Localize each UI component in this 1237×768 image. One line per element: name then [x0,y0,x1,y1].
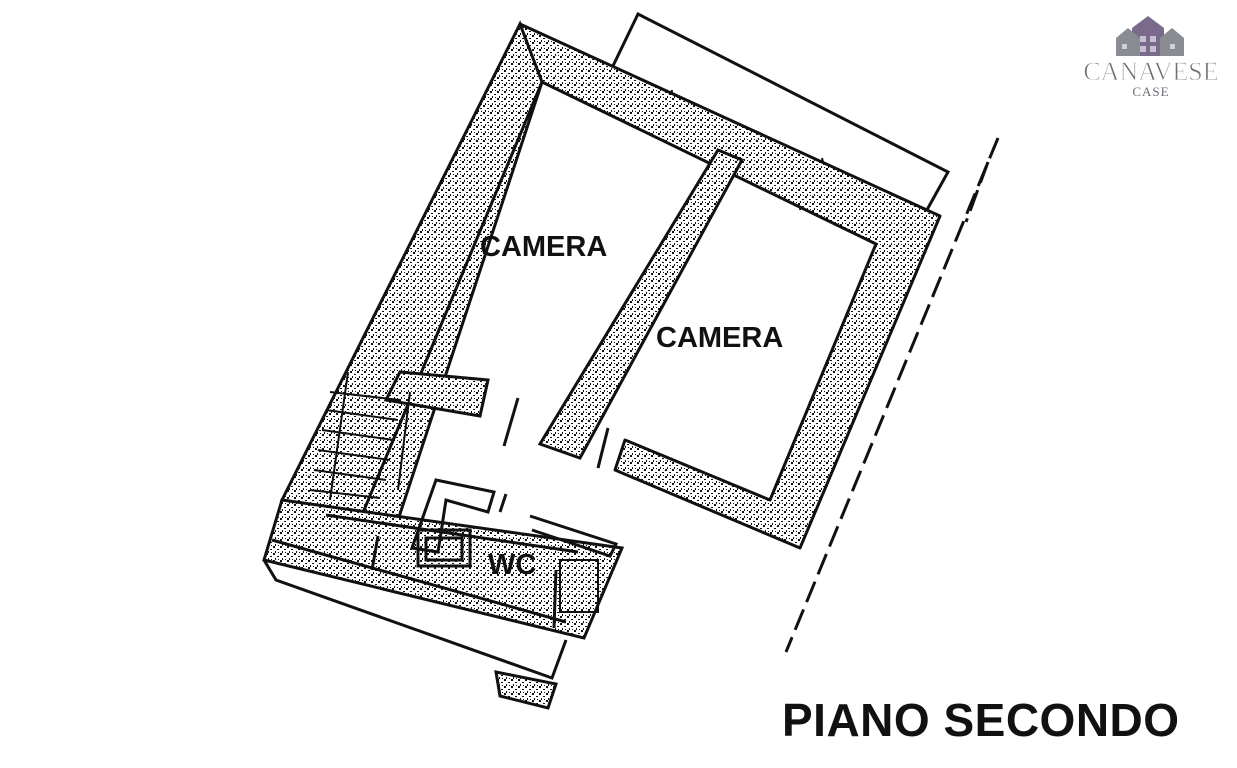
property-boundary [784,137,1000,653]
canavese-case-logo: CANAVESE CASE [1083,16,1219,99]
floor-title: PIANO SECONDO [782,694,1180,746]
lower-wing [262,498,625,710]
room-label-camera-1: CAMERA [480,231,607,263]
logo-brand-text: CANAVESE [1083,57,1218,86]
houses-icon [1116,16,1184,56]
logo-sub-text: CASE [1132,84,1169,99]
outer-wall [279,20,942,550]
staircase [309,371,411,501]
wc-fixtures [409,478,619,568]
door-marks [370,397,610,571]
room-label-camera-2: CAMERA [656,322,783,354]
interior-wall [537,148,745,460]
room-label-wc: WC [488,549,536,581]
